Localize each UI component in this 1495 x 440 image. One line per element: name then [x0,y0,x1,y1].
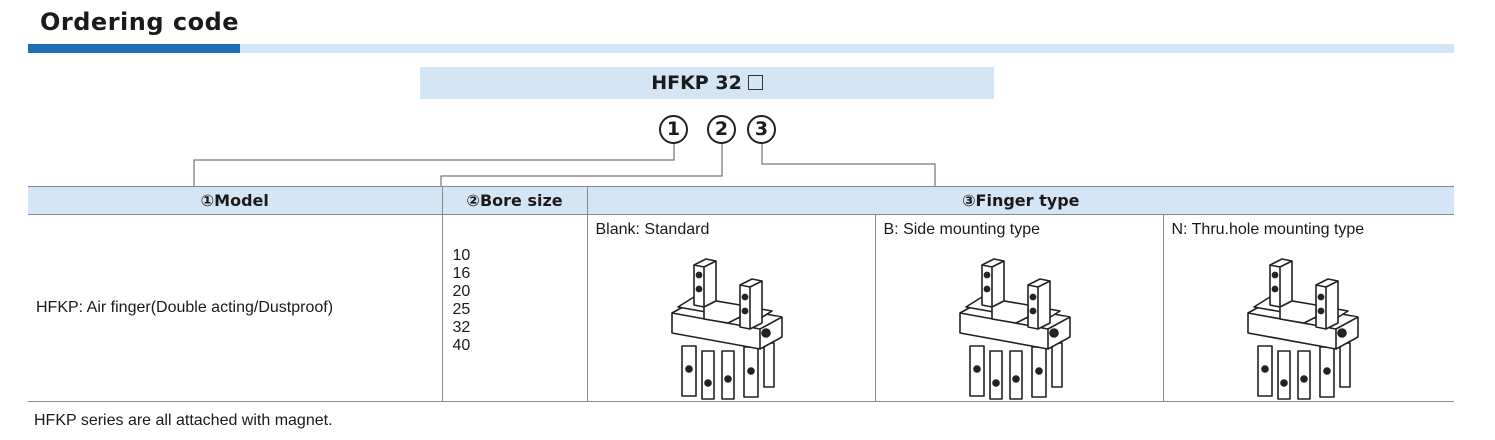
gripper-side-mount-image [958,258,1071,400]
section-title: Ordering code [40,8,240,36]
finger-label-side-mount: B: Side mounting type [883,221,1041,238]
model-description: HFKP: Air finger(Double acting/Dustproof… [36,299,334,316]
marker-3: 3 [747,115,776,144]
marker-2: 2 [707,115,736,144]
table-row: HFKP: Air finger(Double acting/Dustproof… [28,214,1455,402]
bore-size-item: 40 [452,337,471,354]
ordering-code-text: HFKP 32 [651,72,742,94]
header-model: ①Model [28,186,442,215]
header-bore-size: ②Bore size [441,186,587,215]
finger-label-standard: Blank: Standard [595,221,710,238]
finger-cell-thru-hole: N: Thru.hole mounting type [1162,214,1455,402]
bore-size-list: 10 16 20 25 32 40 [443,215,587,355]
bore-size-item: 25 [452,301,471,318]
header-finger-type: ③Finger type [586,186,1455,215]
bore-size-item: 16 [452,265,471,282]
connector-model [193,143,675,186]
option-placeholder-box [747,75,763,90]
magnet-note: HFKP series are all attached with magnet… [34,412,333,429]
connector-bore [440,143,723,186]
bore-size-item: 10 [452,247,471,264]
bore-cell: 10 16 20 25 32 40 [441,214,587,402]
model-cell: HFKP: Air finger(Double acting/Dustproof… [28,214,442,402]
title-underline-band [240,44,1454,53]
title-underline-accent [28,44,240,53]
table-header-row: ①Model ②Bore size ③Finger type [28,186,1455,215]
finger-label-thru-hole: N: Thru.hole mounting type [1171,221,1365,238]
finger-cell-side-mount: B: Side mounting type [874,214,1163,402]
ordering-code-bar: HFKP 32 [420,67,994,99]
connector-finger [761,143,936,186]
gripper-standard-image [670,258,783,400]
connector-lines [193,143,936,186]
bore-size-item: 20 [452,283,471,300]
marker-1: 1 [659,115,688,144]
finger-cell-standard: Blank: Standard [586,214,875,402]
bore-size-item: 32 [452,319,471,336]
gripper-thru-hole-image [1246,258,1359,400]
ordering-table: ①Model ②Bore size ③Finger type HFKP: Air… [28,186,1455,402]
